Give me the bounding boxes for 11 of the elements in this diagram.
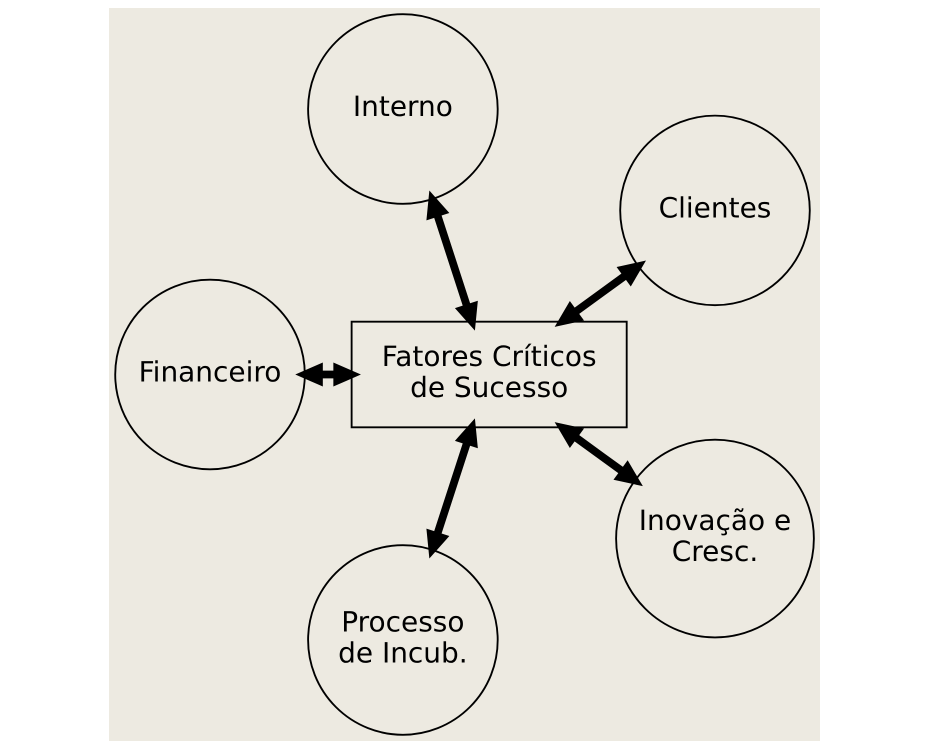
arrow bbox=[426, 190, 478, 331]
arrow bbox=[294, 362, 360, 387]
node-circle: Financeiro bbox=[114, 278, 306, 470]
arrow bbox=[554, 260, 646, 327]
node-circle: Processo de Incub. bbox=[306, 544, 498, 736]
node-circle: Clientes bbox=[618, 114, 810, 306]
node-box: Fatores Críticos de Sucesso bbox=[350, 320, 628, 428]
arrow bbox=[426, 418, 478, 559]
arrow bbox=[554, 422, 642, 486]
node-circle: Interno bbox=[306, 13, 498, 205]
node-circle: Inovação e Cresc. bbox=[614, 438, 814, 638]
